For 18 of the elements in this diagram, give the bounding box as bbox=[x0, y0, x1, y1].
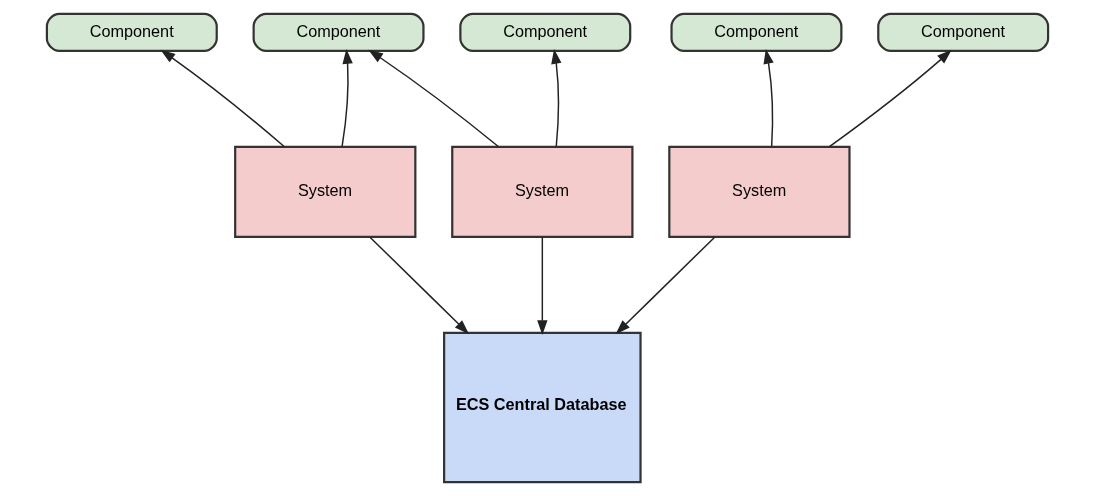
arrow bbox=[340, 49, 353, 148]
node-box: ECS Central Database bbox=[442, 331, 642, 484]
node-box: Component bbox=[252, 12, 425, 52]
arrow bbox=[615, 236, 715, 335]
node-box: Component bbox=[669, 12, 842, 52]
node-box: Component bbox=[876, 12, 1049, 52]
node-box: Component bbox=[458, 12, 631, 52]
arrow bbox=[159, 49, 285, 148]
arrow bbox=[367, 49, 499, 148]
arrow bbox=[369, 236, 469, 335]
node-box: System bbox=[450, 145, 633, 239]
arrow bbox=[828, 49, 952, 148]
node-box: System bbox=[233, 145, 416, 239]
node-box: System bbox=[667, 145, 851, 239]
arrow bbox=[550, 49, 561, 148]
arrow bbox=[536, 236, 547, 335]
node-box: Component bbox=[45, 12, 218, 52]
arrow bbox=[763, 49, 774, 148]
